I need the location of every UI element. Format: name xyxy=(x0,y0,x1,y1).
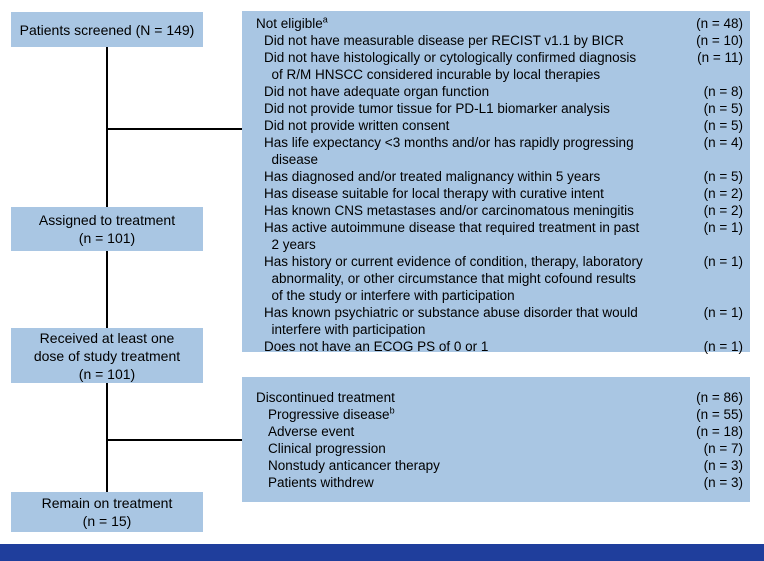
not-eligible-reason-count: (n = 2) xyxy=(703,203,743,218)
discontinued-reason-label: Adverse event xyxy=(268,424,355,439)
not-eligible-reason-count: (n = 2) xyxy=(703,186,743,201)
stage-remain: Remain on treatment (n = 15) xyxy=(11,492,203,532)
not-eligible-reason-line: Has history or current evidence of condi… xyxy=(264,254,643,269)
not-eligible-header-footnote: a xyxy=(322,14,328,25)
discontinued-reason-label: Nonstudy anticancer therapy xyxy=(268,458,440,473)
not-eligible-reason-count: (n = 1) xyxy=(703,305,743,320)
stage-screened: Patients screened (N = 149) xyxy=(11,12,203,47)
not-eligible-reason-count: (n = 8) xyxy=(703,84,743,99)
not-eligible-reason-line: Has diagnosed and/or treated malignancy … xyxy=(264,169,601,184)
not-eligible-reason-count: (n = 5) xyxy=(703,118,743,133)
not-eligible-reason-line: Has life expectancy <3 months and/or has… xyxy=(264,135,634,150)
stage-remain-line-1: Remain on treatment xyxy=(41,495,173,511)
stage-remain-line-2: (n = 15) xyxy=(82,513,132,529)
not-eligible-reason-line: Has active autoimmune disease that requi… xyxy=(264,220,640,235)
connector-screened-assigned xyxy=(106,47,108,207)
stage-received: Received at least one dose of study trea… xyxy=(11,328,203,383)
not-eligible-box: Not eligiblea (n = 48) Did not have meas… xyxy=(242,11,750,354)
not-eligible-header: Not eligiblea xyxy=(256,15,328,32)
not-eligible-reason-line: of the study or interfere with participa… xyxy=(264,288,515,303)
not-eligible-reason-line: Did not have histologically or cytologic… xyxy=(264,50,637,65)
not-eligible-reason-line: Did not provide written consent xyxy=(264,118,450,133)
footer-bar xyxy=(0,544,764,561)
not-eligible-reason-line: of R/M HNSCC considered incurable by loc… xyxy=(264,67,601,82)
not-eligible-reason-count: (n = 11) xyxy=(697,50,743,65)
not-eligible-reason-count: (n = 1) xyxy=(703,339,743,354)
not-eligible-reason-count: (n = 10) xyxy=(696,33,743,48)
not-eligible-reason-count: (n = 5) xyxy=(703,101,743,116)
stage-received-line-2: dose of study treatment xyxy=(33,347,181,364)
discontinued-box: Discontinued treatment (n = 86) Progress… xyxy=(242,377,750,502)
discontinued-reason-count: (n = 55) xyxy=(696,407,743,422)
not-eligible-reason-line: disease xyxy=(264,152,319,167)
stage-received-line-1: Received at least one xyxy=(39,329,175,346)
stage-received-line-3: (n = 101) xyxy=(78,365,136,382)
discontinued-reason: Clinical progression xyxy=(268,440,386,457)
not-eligible-reason-line: 2 years xyxy=(264,237,316,252)
not-eligible-reason-line: Did not have measurable disease per RECI… xyxy=(264,33,624,48)
not-eligible-reason-line: Has known psychiatric or substance abuse… xyxy=(264,305,638,320)
discontinued-reason-label: Clinical progression xyxy=(268,441,386,456)
not-eligible-reason-line: Has disease suitable for local therapy w… xyxy=(264,186,604,201)
discontinued-reason-count: (n = 3) xyxy=(703,458,743,473)
discontinued-reason: Nonstudy anticancer therapy xyxy=(268,457,440,474)
discontinued-reason: Adverse event xyxy=(268,423,354,440)
connector-received-remain xyxy=(106,383,108,492)
not-eligible-reason-line: abnormality, or other circumstance that … xyxy=(264,271,636,286)
discontinued-reason-label: Progressive disease xyxy=(268,407,390,422)
discontinued-reason-label: Patients withdrew xyxy=(268,475,374,490)
stage-assigned-line-2: (n = 101) xyxy=(78,230,136,246)
not-eligible-reason-line: Has known CNS metastases and/or carcinom… xyxy=(264,203,634,218)
not-eligible-reason-line: interfere with participation xyxy=(264,322,426,337)
not-eligible-reason-count: (n = 1) xyxy=(703,254,743,269)
not-eligible-reason-line: Did not have adequate organ function xyxy=(264,84,490,99)
not-eligible-reason-count: (n = 5) xyxy=(703,169,743,184)
discontinued-reason-footnote: b xyxy=(389,405,395,416)
connector-assigned-received xyxy=(106,251,108,328)
connector-to-discontinued xyxy=(107,439,242,441)
stage-assigned: Assigned to treatment (n = 101) xyxy=(11,207,203,251)
not-eligible-reason-count: (n = 1) xyxy=(703,220,743,235)
not-eligible-reason-count: (n = 4) xyxy=(703,135,743,150)
stage-screened-label: Patients screened (N = 149) xyxy=(19,21,195,38)
discontinued-header-count: (n = 86) xyxy=(696,390,743,405)
connector-to-not-eligible xyxy=(107,128,242,130)
not-eligible-reason-line: Does not have an ECOG PS of 0 or 1 xyxy=(264,339,489,354)
discontinued-reason-count: (n = 3) xyxy=(703,475,743,490)
discontinued-reason: Progressive diseaseb xyxy=(268,406,395,423)
not-eligible-header-label: Not eligible xyxy=(256,16,323,31)
discontinued-header: Discontinued treatment xyxy=(256,390,395,405)
discontinued-reason: Patients withdrew xyxy=(268,474,374,491)
discontinued-reason-count: (n = 18) xyxy=(696,424,743,439)
not-eligible-reason-line: Did not provide tumor tissue for PD-L1 b… xyxy=(264,101,610,116)
stage-assigned-line-1: Assigned to treatment xyxy=(38,212,176,228)
discontinued-reason-count: (n = 7) xyxy=(703,441,743,456)
not-eligible-header-count: (n = 48) xyxy=(696,16,743,31)
